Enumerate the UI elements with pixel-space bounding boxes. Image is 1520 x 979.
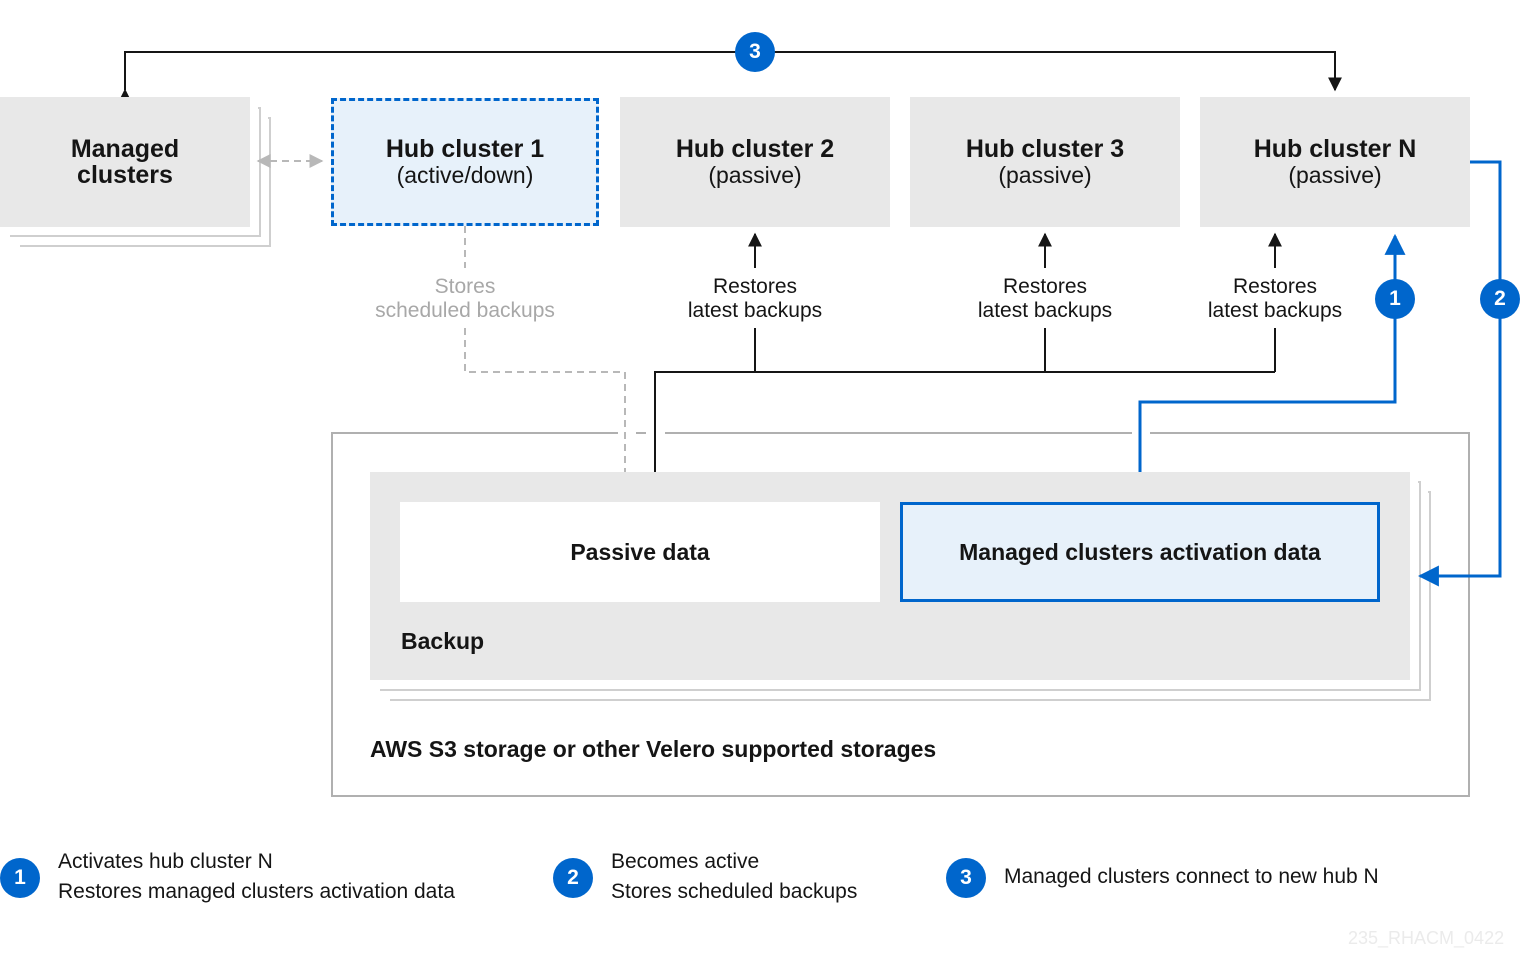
hub-cluster-1-state: (active/down)	[396, 162, 534, 188]
managed-clusters-box: Managed clusters	[0, 97, 250, 227]
restore-network	[654, 328, 1276, 502]
legend-badge-1: 1	[0, 858, 40, 898]
stores-path-lower	[464, 328, 632, 496]
hub-cluster-1-name: Hub cluster 1	[385, 135, 545, 163]
restores-label-hubn-line2: latest backups	[1207, 299, 1343, 322]
hub-cluster-n-name: Hub cluster N	[1253, 135, 1417, 163]
hub-cluster-1-box: Hub cluster 1 (active/down)	[331, 98, 599, 226]
activation-data-label: Managed clusters activation data	[959, 539, 1321, 565]
legend-item-1-line1: Activates hub cluster N	[58, 850, 273, 873]
passive-data-label: Passive data	[570, 539, 710, 565]
badge-1-diagram: 1	[1375, 279, 1415, 319]
restores-label-hub2-line1: Restores	[712, 275, 798, 298]
legend-item-3: Managed clusters connect to new hub N	[1004, 862, 1379, 892]
restores-label-hub3: Restores latest backups	[945, 275, 1145, 323]
hub-cluster-2-name: Hub cluster 2	[675, 135, 835, 163]
legend-item-2: Becomes active Stores scheduled backups	[611, 847, 857, 907]
restores-label-hub3-line2: latest backups	[977, 299, 1113, 322]
activation-path	[1138, 233, 1406, 503]
managed-clusters-line1: Managed	[70, 135, 180, 163]
restores-label-hub2-line2: latest backups	[687, 299, 823, 322]
badge-2-diagram: 2	[1480, 279, 1520, 319]
stores-label: Stores scheduled backups	[365, 275, 565, 323]
hub-cluster-2-box: Hub cluster 2 (passive)	[620, 97, 890, 227]
legend-item-1: Activates hub cluster N Restores managed…	[58, 847, 455, 907]
managed-clusters-stack	[10, 107, 271, 247]
restores-label-hub3-line1: Restores	[1002, 275, 1088, 298]
legend-badge-3: 3	[946, 858, 986, 898]
hub-cluster-n-box: Hub cluster N (passive)	[1200, 97, 1470, 227]
restores-label-hubn: Restores latest backups	[1175, 275, 1375, 323]
activation-data-box: Managed clusters activation data	[900, 502, 1380, 602]
becomes-active-path	[1417, 160, 1502, 587]
hub-cluster-2-state: (passive)	[708, 162, 802, 188]
restores-label-hubn-line1: Restores	[1232, 275, 1318, 298]
stores-label-line1: Stores	[434, 275, 496, 298]
stores-label-line2: scheduled backups	[375, 299, 555, 322]
hub-cluster-3-name: Hub cluster 3	[965, 135, 1125, 163]
legend-item-2-line1: Becomes active	[611, 850, 760, 873]
legend-badge-2: 2	[553, 858, 593, 898]
storage-title: AWS S3 storage or other Velero supported…	[370, 736, 937, 762]
hub-cluster-3-box: Hub cluster 3 (passive)	[910, 97, 1180, 227]
restores-label-hub2: Restores latest backups	[655, 275, 855, 323]
top-connector	[118, 51, 1342, 103]
badge-3-top: 3	[735, 32, 775, 72]
managed-clusters-line2: clusters	[77, 161, 173, 189]
hub-cluster-n-state: (passive)	[1288, 162, 1382, 188]
legend-item-2-line2: Stores scheduled backups	[611, 880, 858, 903]
backup-title: Backup	[401, 628, 485, 654]
hub-cluster-3-state: (passive)	[998, 162, 1092, 188]
storage-frame	[331, 432, 1470, 797]
legend-item-3-line1: Managed clusters connect to new hub N	[1004, 865, 1379, 888]
watermark: 235_RHACM_0422	[1348, 928, 1505, 948]
passive-data-box: Passive data	[400, 502, 880, 602]
legend-item-1-line2: Restores managed clusters activation dat…	[58, 880, 455, 903]
